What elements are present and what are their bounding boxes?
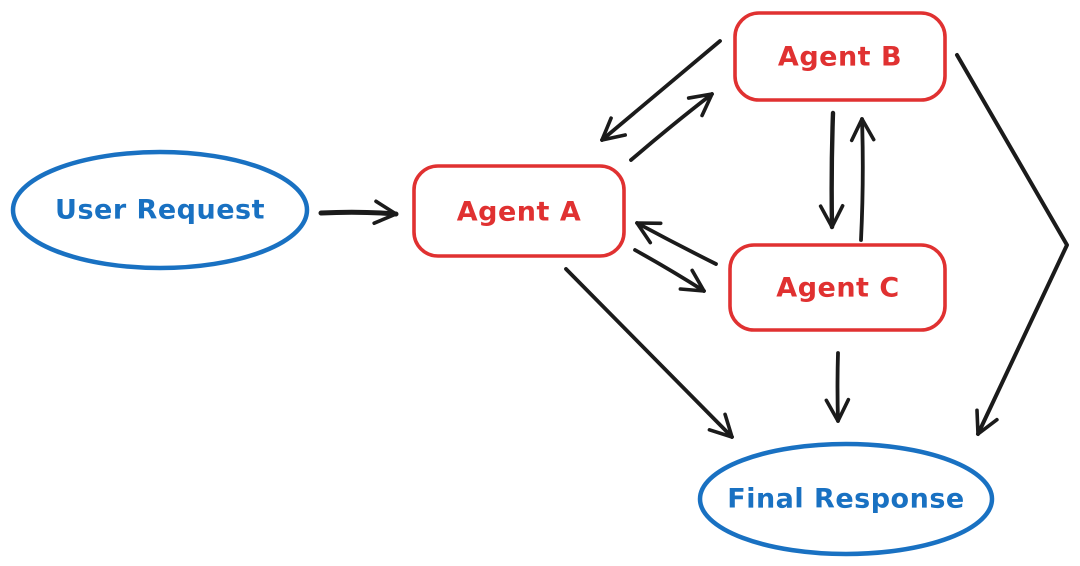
arrow-agent-a-to-agent-c (633, 248, 706, 293)
arrow-agent-a-to-final-response (564, 267, 734, 439)
node-agent-a: Agent A (412, 164, 626, 258)
node-user-request: User Request (10, 149, 310, 271)
user-request-ellipse (10, 149, 310, 271)
arrow-user-request-to-agent-a (318, 199, 399, 226)
arrow-agent-b-to-agent-a (600, 39, 722, 142)
agent-c-label: Agent C (776, 273, 899, 304)
final-response-ellipse (697, 441, 995, 557)
node-agent-c: Agent C (728, 243, 947, 332)
agent-a-box (412, 164, 626, 258)
final-response-label: Final Response (727, 484, 964, 515)
arrow-agent-c-to-final-response (824, 351, 851, 423)
node-final-response: Final Response (697, 441, 995, 557)
arrow-agent-b-to-agent-c (818, 110, 845, 230)
agent-b-box (733, 11, 947, 102)
node-agent-b: Agent B (733, 11, 947, 102)
arrow-agent-c-to-agent-b (849, 117, 876, 242)
arrow-agent-c-to-agent-a (635, 221, 718, 266)
arrow-agent-b-to-final-response (955, 53, 1069, 436)
agent-c-box (728, 243, 947, 332)
user-request-label: User Request (55, 195, 265, 226)
agent-a-label: Agent A (457, 197, 581, 228)
agent-b-label: Agent B (778, 42, 902, 73)
arrow-agent-a-to-agent-b (629, 92, 714, 162)
edges-layer (318, 39, 1069, 439)
